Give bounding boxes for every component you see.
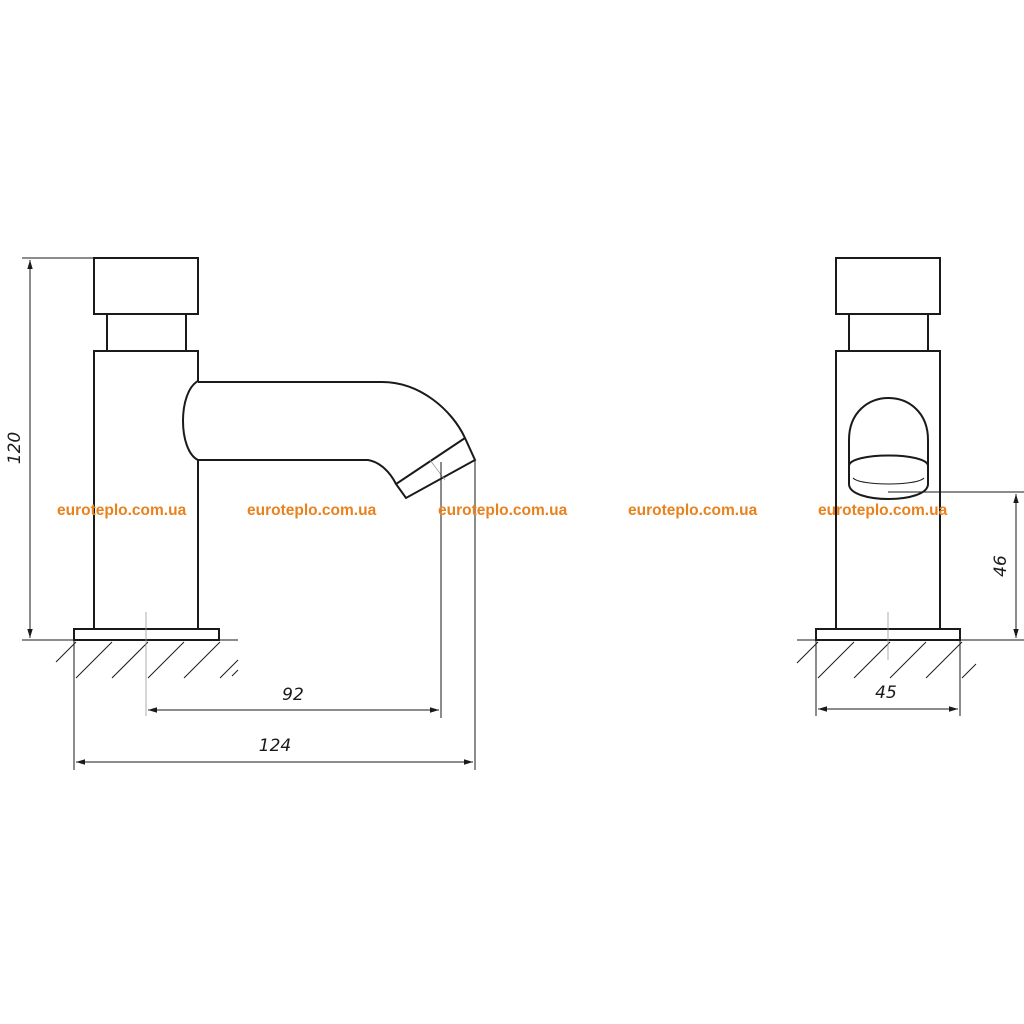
front-spout-outline — [848, 397, 929, 484]
side-ground-hatch — [55, 641, 239, 679]
side-button-neck — [106, 313, 187, 352]
watermark-text: euroteplo.com.ua — [438, 502, 568, 519]
side-view — [55, 257, 477, 716]
front-dimensions: 46 45 — [815, 491, 1024, 716]
side-spout-outlet-centerline — [429, 459, 446, 481]
watermark-text: euroteplo.com.ua — [247, 502, 377, 519]
front-spout-outlet — [848, 466, 929, 500]
watermark-text: euroteplo.com.ua — [818, 502, 948, 519]
dim-height-label: 120 — [5, 432, 25, 464]
front-button-neck — [848, 313, 929, 352]
watermark-text: euroteplo.com.ua — [628, 502, 758, 519]
front-view — [796, 257, 978, 679]
dim-overall-label: 124 — [259, 736, 291, 756]
side-spout — [182, 380, 477, 500]
watermark-text: euroteplo.com.ua — [57, 502, 187, 519]
dim-width-label: 45 — [875, 683, 897, 703]
side-dimensions: 120 92 124 — [5, 257, 476, 770]
front-spout-outlet-top — [848, 454, 929, 467]
dim-reach-label: 92 — [282, 685, 304, 705]
side-body — [93, 350, 199, 629]
front-button-cap — [835, 257, 941, 315]
front-ground-hatch — [796, 641, 977, 679]
dim-outlet-height-label: 46 — [991, 555, 1011, 577]
side-button-cap — [93, 257, 199, 315]
side-base-plate — [73, 628, 220, 641]
watermark-row: euroteplo.com.ua euroteplo.com.ua eurote… — [57, 502, 948, 519]
front-spout-outlet-rim — [852, 477, 925, 485]
